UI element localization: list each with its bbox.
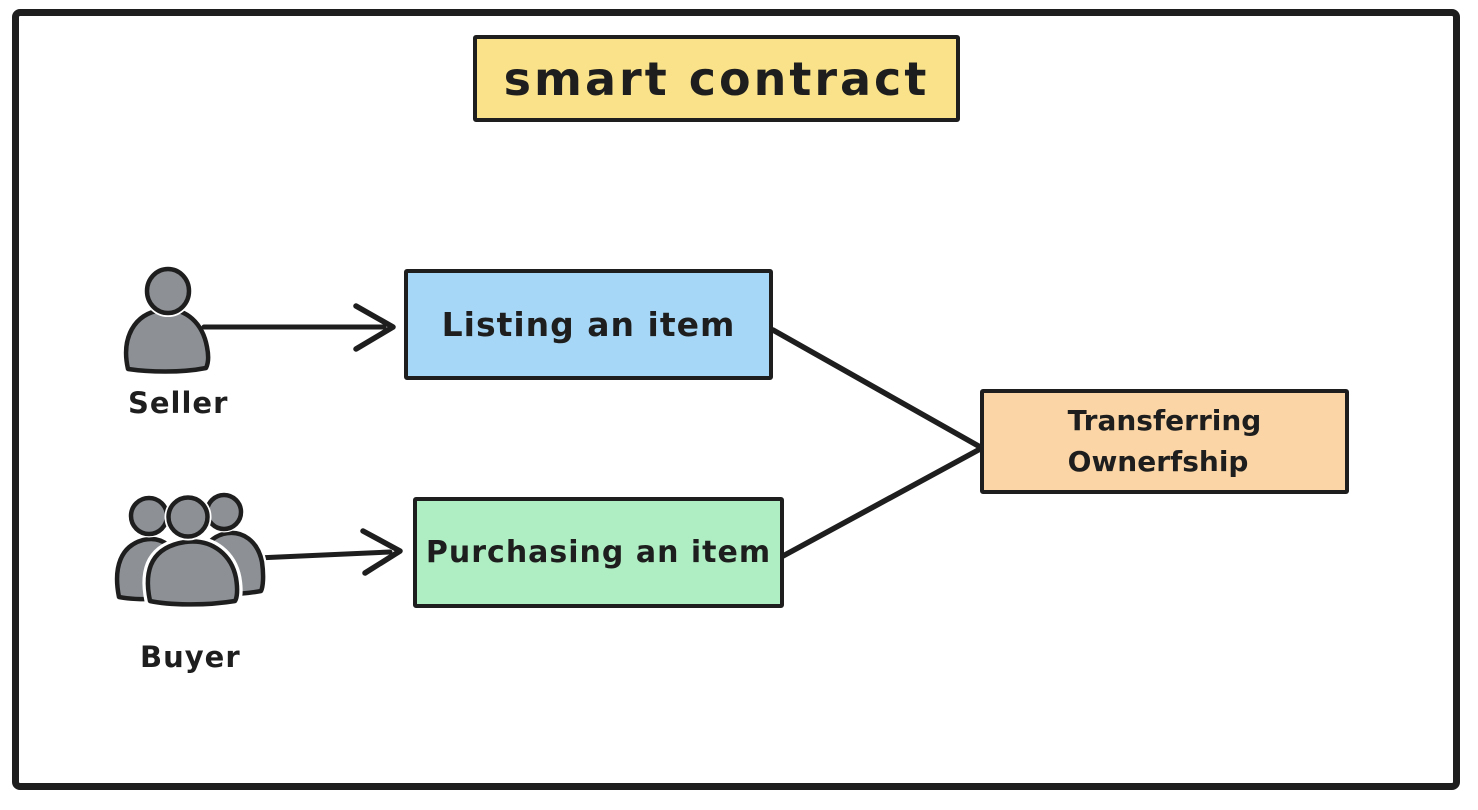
node-transferring-label-line2: Ownerfship: [1067, 444, 1249, 478]
node-transferring-label: Transferring Ownerfship: [1068, 401, 1262, 482]
person-head: [144, 266, 192, 316]
person-head: [166, 495, 210, 539]
line-purchasing-to-transferring: [780, 445, 985, 559]
node-listing-label: Listing an item: [441, 305, 736, 344]
title-label: smart contract: [503, 51, 930, 106]
line-listing-to-transferring: [770, 327, 985, 451]
buyer-label: Buyer: [140, 640, 241, 674]
node-purchasing: Purchasing an item: [413, 497, 784, 608]
title-node: smart contract: [473, 35, 960, 122]
outer-frame: [12, 9, 1460, 790]
node-transferring-label-line1: Transferring: [1067, 403, 1262, 437]
node-transferring: Transferring Ownerfship: [980, 389, 1349, 494]
arrow-seller-to-listing: [201, 303, 396, 352]
arrowhead-icon: [360, 528, 403, 576]
people-group-icon: [114, 491, 268, 610]
person-head: [128, 495, 170, 537]
person-body: [123, 307, 211, 374]
arrow-shaft: [254, 549, 393, 561]
node-purchasing-label: Purchasing an item: [425, 535, 772, 570]
arrow-buyer-to-purchasing: [254, 528, 403, 576]
seller-label: Seller: [128, 386, 229, 420]
person-head: [204, 492, 244, 532]
arrowhead-icon: [353, 303, 396, 352]
node-listing: Listing an item: [404, 269, 773, 380]
person-body: [145, 539, 240, 607]
person-icon: [123, 265, 211, 374]
